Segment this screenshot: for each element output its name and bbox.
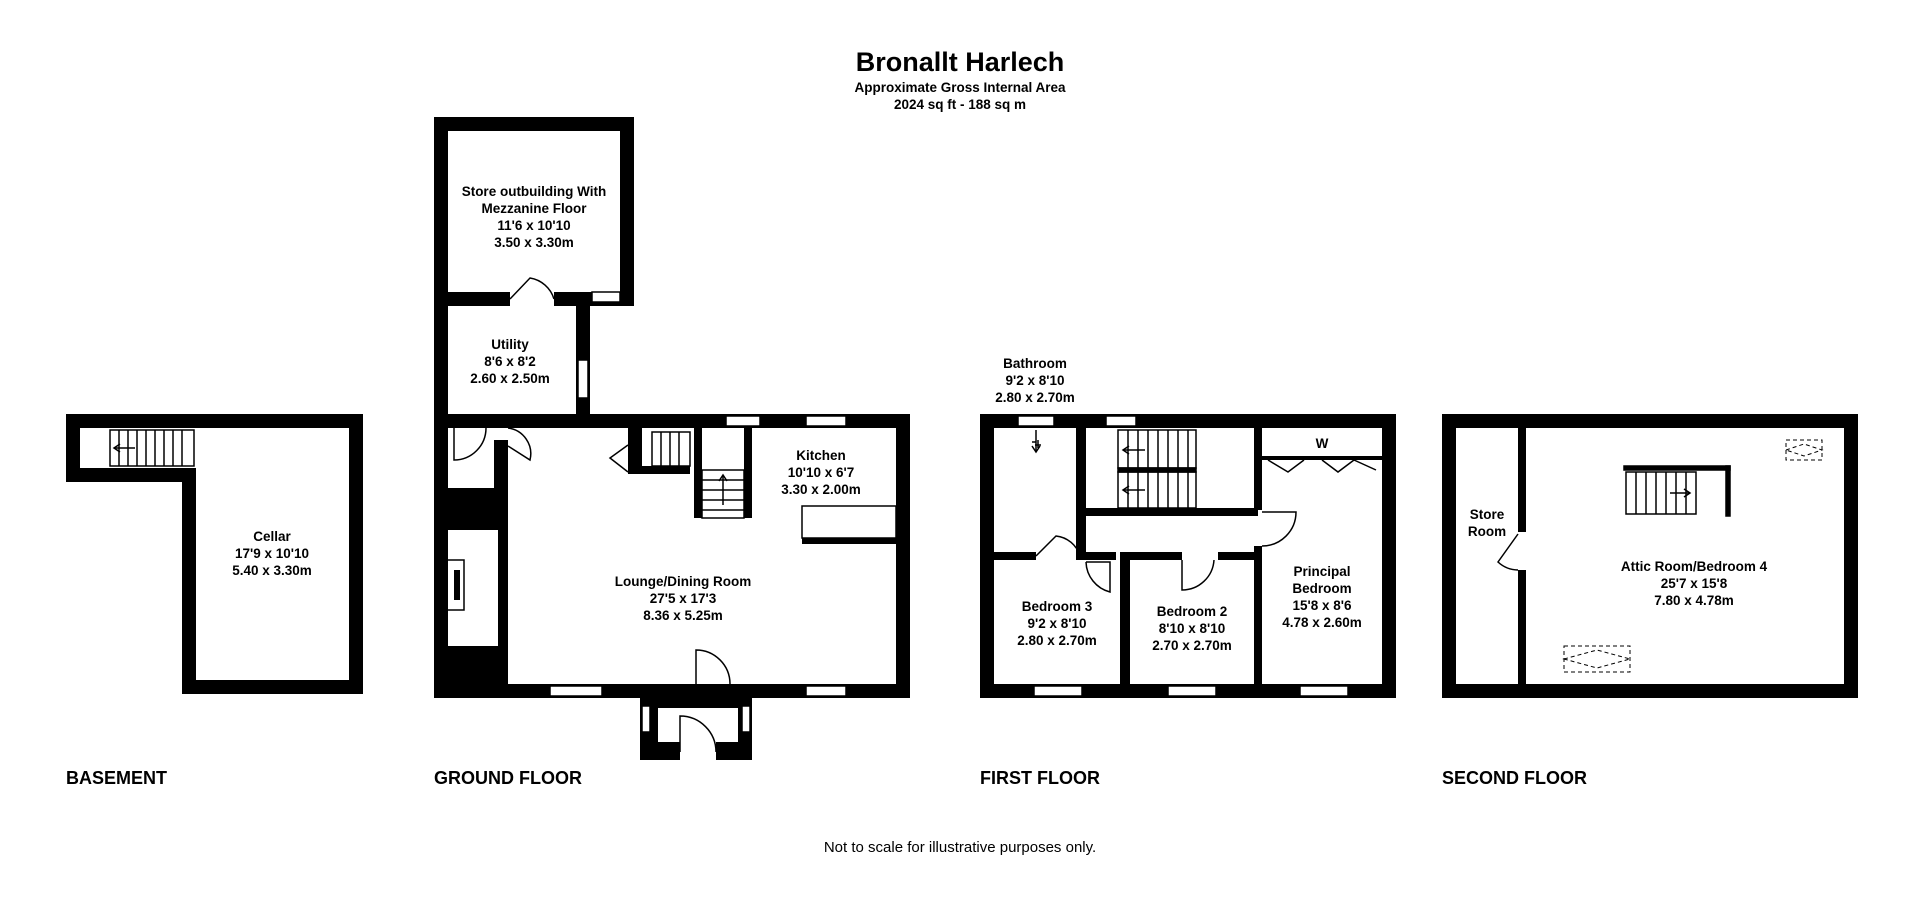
plan-area: 2024 sq ft - 188 sq m bbox=[894, 97, 1026, 112]
basement-stairs bbox=[109, 429, 195, 467]
wardrobe-label: W bbox=[1316, 436, 1329, 451]
ground-window bbox=[741, 705, 751, 733]
svg-text:3.30 x 2.00m: 3.30 x 2.00m bbox=[781, 482, 861, 497]
ground-window bbox=[549, 685, 603, 697]
svg-text:8'6 x 8'2: 8'6 x 8'2 bbox=[484, 354, 535, 369]
attic-label: Attic Room/Bedroom 4 25'7 x 15'8 7.80 x … bbox=[1621, 559, 1768, 608]
svg-text:9'2 x 8'10: 9'2 x 8'10 bbox=[1028, 616, 1087, 631]
ground-floor-plan: Store outbuilding With Mezzanine Floor 1… bbox=[434, 117, 910, 760]
svg-text:9'2 x 8'10: 9'2 x 8'10 bbox=[1006, 373, 1065, 388]
svg-text:2.70 x 2.70m: 2.70 x 2.70m bbox=[1152, 638, 1232, 653]
skylight bbox=[1784, 439, 1824, 461]
second-floor-plan: Store Room Attic Room/Bedroom 4 25'7 x 1… bbox=[1442, 414, 1858, 698]
first-window bbox=[1017, 415, 1055, 427]
second-stairs bbox=[1623, 465, 1731, 517]
svg-text:2.60 x 2.50m: 2.60 x 2.50m bbox=[470, 371, 550, 386]
second-door bbox=[1497, 533, 1519, 571]
ground-stairs bbox=[651, 431, 745, 519]
scale-disclaimer: Not to scale for illustrative purposes o… bbox=[824, 839, 1096, 856]
basement-plan: Cellar 17'9 x 10'10 5.40 x 3.30m bbox=[66, 414, 363, 694]
kitchen-label: Kitchen 10'10 x 6'7 3.30 x 2.00m bbox=[781, 448, 861, 497]
svg-text:7.80 x 4.78m: 7.80 x 4.78m bbox=[1654, 593, 1734, 608]
svg-text:Bedroom 3: Bedroom 3 bbox=[1022, 599, 1093, 614]
svg-text:Bathroom: Bathroom bbox=[1003, 356, 1067, 371]
svg-text:Store outbuilding With: Store outbuilding With bbox=[462, 184, 607, 199]
first-window bbox=[1033, 685, 1083, 697]
second-floor-label: SECOND FLOOR bbox=[1442, 768, 1587, 788]
ground-window bbox=[725, 415, 761, 427]
svg-text:8.36 x 5.25m: 8.36 x 5.25m bbox=[643, 608, 723, 623]
first-floor-plan: Bathroom 9'2 x 8'10 2.80 x 2.70m W Bedro… bbox=[980, 356, 1396, 698]
svg-text:17'9 x 10'10: 17'9 x 10'10 bbox=[235, 546, 309, 561]
svg-text:Attic Room/Bedroom 4: Attic Room/Bedroom 4 bbox=[1621, 559, 1768, 574]
store-outbuilding-label: Store outbuilding With Mezzanine Floor 1… bbox=[462, 184, 607, 250]
svg-text:Utility: Utility bbox=[491, 337, 529, 352]
cellar-label: Cellar 17'9 x 10'10 5.40 x 3.30m bbox=[232, 529, 312, 578]
principal-bedroom-label: Principal Bedroom 15'8 x 8'6 4.78 x 2.60… bbox=[1282, 564, 1362, 630]
svg-text:2.80 x 2.70m: 2.80 x 2.70m bbox=[1017, 633, 1097, 648]
utility-label: Utility 8'6 x 8'2 2.60 x 2.50m bbox=[470, 337, 550, 386]
svg-text:5.40 x 3.30m: 5.40 x 3.30m bbox=[232, 563, 312, 578]
ground-window bbox=[641, 705, 651, 733]
first-window bbox=[1105, 415, 1137, 427]
bedroom3-label: Bedroom 3 9'2 x 8'10 2.80 x 2.70m bbox=[1017, 599, 1097, 648]
first-window bbox=[1167, 685, 1217, 697]
first-doors bbox=[1031, 430, 1377, 593]
svg-text:25'7 x 15'8: 25'7 x 15'8 bbox=[1661, 576, 1728, 591]
ground-window bbox=[805, 685, 847, 697]
first-stairs bbox=[1117, 429, 1197, 509]
ground-window bbox=[577, 359, 589, 399]
plan-title: Bronallt Harlech bbox=[856, 47, 1065, 77]
svg-text:8'10 x 8'10: 8'10 x 8'10 bbox=[1159, 621, 1225, 636]
lounge-label: Lounge/Dining Room 27'5 x 17'3 8.36 x 5.… bbox=[615, 574, 751, 623]
basement-floor-label: BASEMENT bbox=[66, 768, 167, 788]
svg-text:Bedroom: Bedroom bbox=[1292, 581, 1351, 596]
svg-text:Bedroom 2: Bedroom 2 bbox=[1157, 604, 1228, 619]
svg-text:10'10 x 6'7: 10'10 x 6'7 bbox=[788, 465, 854, 480]
svg-text:Room: Room bbox=[1468, 524, 1506, 539]
ground-floor-label: GROUND FLOOR bbox=[434, 768, 582, 788]
svg-text:11'6 x 10'10: 11'6 x 10'10 bbox=[497, 218, 570, 233]
svg-text:3.50 x 3.30m: 3.50 x 3.30m bbox=[494, 235, 574, 250]
svg-text:27'5 x 17'3: 27'5 x 17'3 bbox=[650, 591, 717, 606]
plan-subtitle: Approximate Gross Internal Area bbox=[854, 80, 1066, 95]
ground-window bbox=[591, 291, 621, 303]
svg-text:4.78 x 2.60m: 4.78 x 2.60m bbox=[1282, 615, 1362, 630]
store-room-label: Store Room bbox=[1468, 507, 1506, 539]
first-floor-label: FIRST FLOOR bbox=[980, 768, 1100, 788]
ground-doors bbox=[453, 277, 731, 685]
first-window bbox=[1299, 685, 1349, 697]
bedroom2-label: Bedroom 2 8'10 x 8'10 2.70 x 2.70m bbox=[1152, 604, 1232, 653]
skylight bbox=[1562, 645, 1632, 673]
ground-window bbox=[805, 415, 847, 427]
bathroom-label: Bathroom 9'2 x 8'10 2.80 x 2.70m bbox=[995, 356, 1075, 405]
svg-text:Principal: Principal bbox=[1293, 564, 1350, 579]
svg-text:Mezzanine Floor: Mezzanine Floor bbox=[481, 201, 587, 216]
svg-text:Store: Store bbox=[1470, 507, 1505, 522]
svg-text:2.80 x 2.70m: 2.80 x 2.70m bbox=[995, 390, 1075, 405]
svg-text:Kitchen: Kitchen bbox=[796, 448, 846, 463]
svg-text:15'8 x 8'6: 15'8 x 8'6 bbox=[1293, 598, 1352, 613]
svg-text:Cellar: Cellar bbox=[253, 529, 291, 544]
svg-text:Lounge/Dining Room: Lounge/Dining Room bbox=[615, 574, 751, 589]
